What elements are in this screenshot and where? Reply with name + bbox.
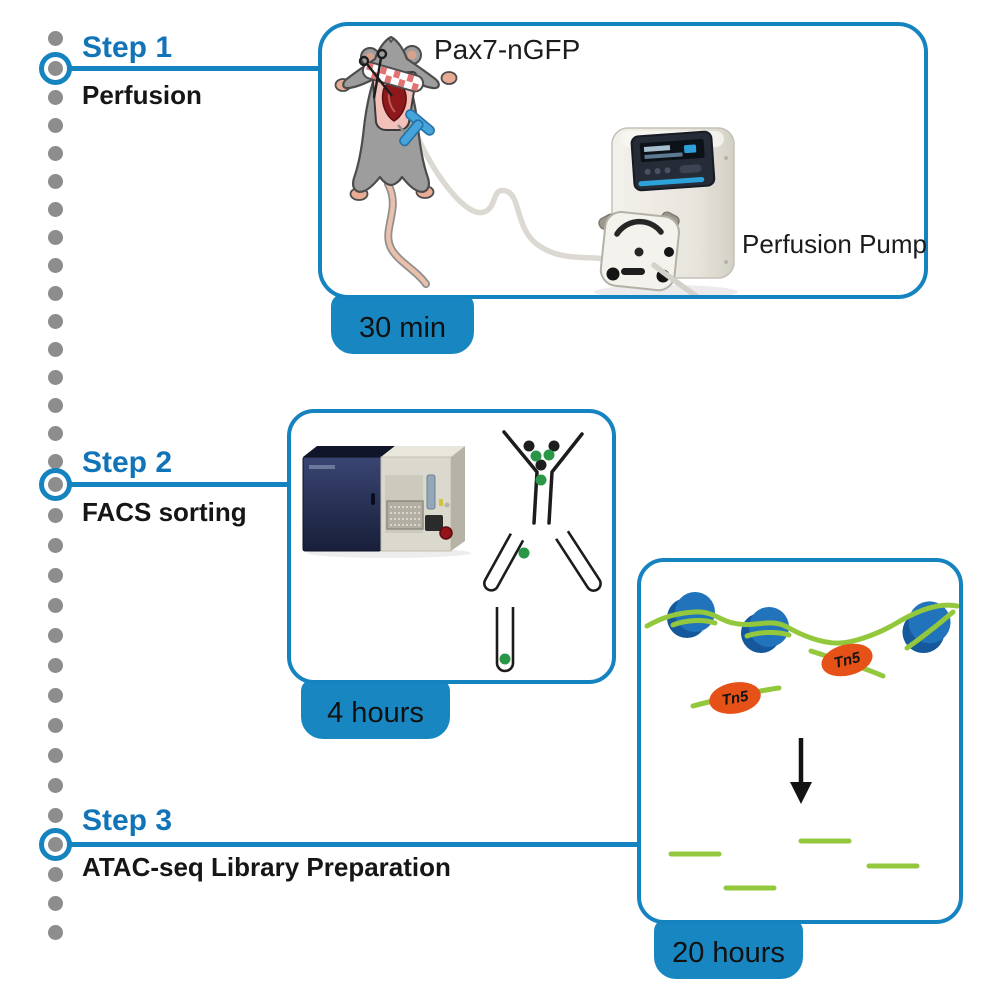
- timeline-dot: [47, 60, 63, 76]
- timeline-dot: [47, 341, 63, 357]
- timeline-dot: [47, 807, 63, 823]
- timeline-dot: [47, 313, 63, 329]
- timeline-dot: [47, 117, 63, 133]
- tn5-enzyme: Tn5: [690, 682, 782, 714]
- unsorted-cell: [548, 440, 560, 452]
- sorted-cell: [518, 547, 530, 559]
- timeline-dot: [47, 397, 63, 413]
- sorted-cell: [499, 653, 511, 665]
- facs-illustration: [302, 430, 602, 673]
- nozzle-funnel: [547, 432, 584, 525]
- perfusion-pump-illustration: [594, 127, 738, 295]
- step-2-label: Step 2: [82, 446, 173, 479]
- timeline-dot: [47, 627, 63, 643]
- sorted-cell: [530, 450, 542, 462]
- deflection-tube: [555, 530, 602, 592]
- cell-sorting-diagram: [483, 430, 602, 673]
- transposition-arrow: [790, 738, 812, 804]
- step-1-title: Perfusion: [82, 80, 202, 110]
- sample-tray: [386, 500, 424, 530]
- mouse-paw: [440, 71, 458, 85]
- step-1-connector: [62, 65, 318, 71]
- duration-badge-step-3: 20 hours: [654, 919, 803, 979]
- step-3-connector: [62, 841, 648, 847]
- step-3-title: ATAC-seq Library Preparation: [82, 852, 451, 882]
- step-1-node: [38, 51, 72, 85]
- sorted-cell: [543, 449, 555, 461]
- timeline-dot: [47, 89, 63, 105]
- pump-control-panel: [630, 130, 716, 192]
- step-1-label: Step 1: [82, 31, 173, 64]
- timeline-dot: [47, 201, 63, 217]
- step-2-node: [38, 467, 72, 501]
- deflection-tube: [483, 532, 525, 592]
- timeline-dot: [47, 507, 63, 523]
- nucleosome: [741, 607, 789, 653]
- dna-strand: [644, 602, 959, 646]
- tn5-label: Tn5: [832, 649, 863, 672]
- perfusion-pump-label: Perfusion Pump: [742, 229, 927, 259]
- mouse-illustration: [334, 35, 458, 288]
- duration-text: 4 hours: [327, 696, 424, 729]
- timeline-dot: [47, 866, 63, 882]
- scissors-icon: [358, 48, 393, 99]
- facs-machine-image: [302, 446, 471, 558]
- catheter-icon: [399, 109, 435, 147]
- timeline-dot: [47, 687, 63, 703]
- perfusion-illustration: [334, 35, 738, 295]
- tn5-enzyme: Tn5: [808, 643, 886, 679]
- timeline-dot: [47, 257, 63, 273]
- sorted-cell: [535, 474, 547, 486]
- timeline-dot: [47, 747, 63, 763]
- nozzle-funnel: [502, 430, 539, 525]
- timeline-dot: [47, 369, 63, 385]
- atac-seq-illustration: Tn5 Tn5: [644, 592, 959, 891]
- timeline-dot: [47, 145, 63, 161]
- timeline-dot: [47, 425, 63, 441]
- timeline-dot: [47, 836, 63, 852]
- timeline-dot: [47, 537, 63, 553]
- timeline-dot: [47, 285, 63, 301]
- timeline-dot: [47, 453, 63, 469]
- timeline-dot: [47, 924, 63, 940]
- timeline-dot: [47, 229, 63, 245]
- step-2-title: FACS sorting: [82, 497, 247, 527]
- timeline-dot: [47, 777, 63, 793]
- step-2-connector: [62, 481, 287, 487]
- tn5-label: Tn5: [720, 688, 750, 709]
- step-2-panel: [287, 409, 616, 684]
- timeline-dot: [47, 30, 63, 46]
- timeline-dot: [47, 717, 63, 733]
- timeline-dot: [47, 597, 63, 613]
- pump-head: [598, 211, 680, 292]
- timeline-dot: [47, 895, 63, 911]
- timeline-dot: [47, 567, 63, 583]
- timeline-dot: [47, 657, 63, 673]
- chromatin-illustration: [644, 592, 959, 654]
- duration-badge-step-1: 30 min: [331, 294, 474, 354]
- step-3-label: Step 3: [82, 804, 173, 837]
- duration-text: 20 hours: [672, 936, 785, 969]
- timeline-dot: [47, 476, 63, 492]
- collection-tube: [495, 607, 515, 673]
- duration-text: 30 min: [358, 311, 447, 344]
- unsorted-cell: [535, 459, 547, 471]
- mouse-strain-label: Pax7-nGFP: [434, 34, 581, 65]
- timeline-dot: [47, 173, 63, 189]
- step-1-panel: Pax7-nGFP Perfusion Pump: [318, 22, 928, 299]
- red-button: [439, 526, 453, 540]
- perfusion-tubing: [415, 135, 661, 272]
- step-3-panel: Tn5 Tn5: [637, 558, 963, 924]
- unsorted-cell: [523, 440, 535, 452]
- duration-badge-step-2: 4 hours: [301, 679, 450, 739]
- step-3-node: [38, 827, 72, 861]
